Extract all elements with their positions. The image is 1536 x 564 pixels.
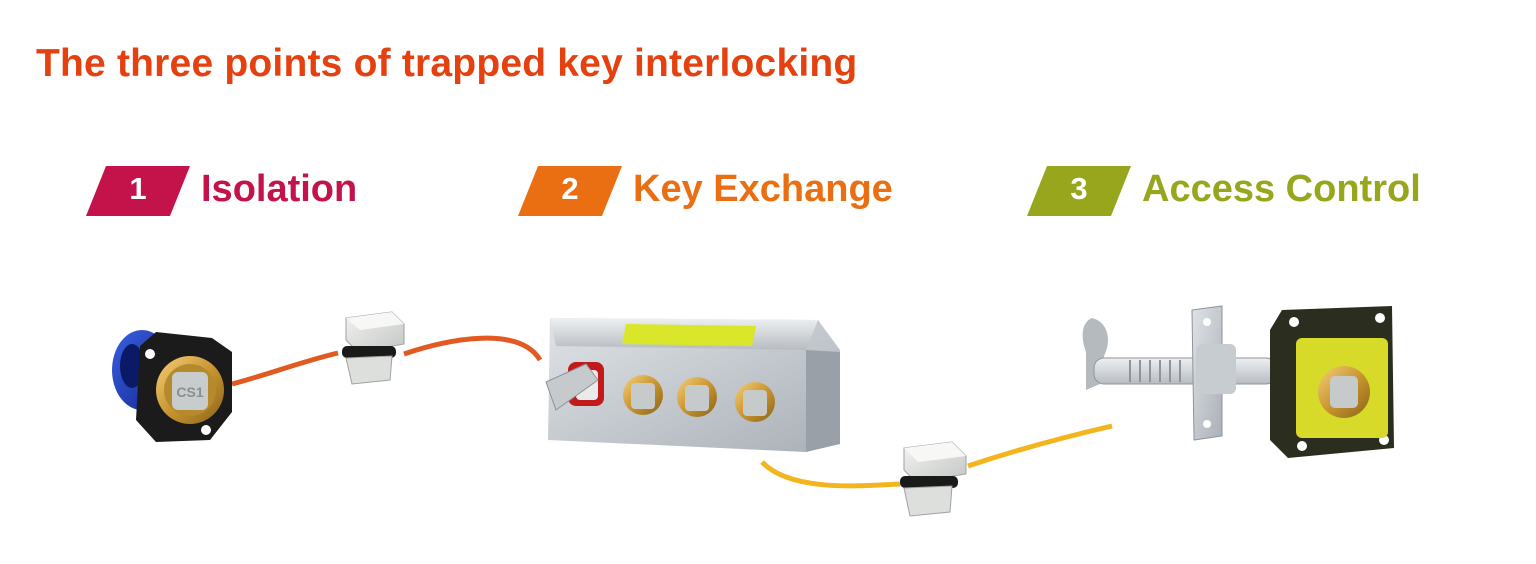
- wire-key-to-exchange: [403, 335, 543, 362]
- key-icon-2: [900, 441, 967, 517]
- svg-text:CS1: CS1: [176, 384, 203, 400]
- access-control-lock: [1082, 305, 1394, 458]
- page-title: The three points of trapped key interloc…: [36, 42, 858, 85]
- step-2-label: Key Exchange: [633, 168, 893, 210]
- step-2-badge: [518, 166, 622, 216]
- wire-key-to-access: [967, 423, 1113, 469]
- step-2-number: 2: [561, 171, 579, 206]
- key-icon-1: [342, 311, 405, 385]
- step-1-number: 1: [129, 171, 147, 206]
- step-1-label: Isolation: [201, 168, 358, 210]
- step-3-badge: [1027, 166, 1131, 216]
- key-exchange-unit: [545, 318, 840, 452]
- step-1-badge: [86, 166, 190, 216]
- wire-isolation-to-key: [231, 350, 339, 387]
- isolation-switch: CS1: [112, 330, 232, 442]
- step-3-number: 3: [1070, 171, 1088, 206]
- wire-exchange-to-key: [760, 460, 901, 489]
- step-3-label: Access Control: [1142, 168, 1421, 210]
